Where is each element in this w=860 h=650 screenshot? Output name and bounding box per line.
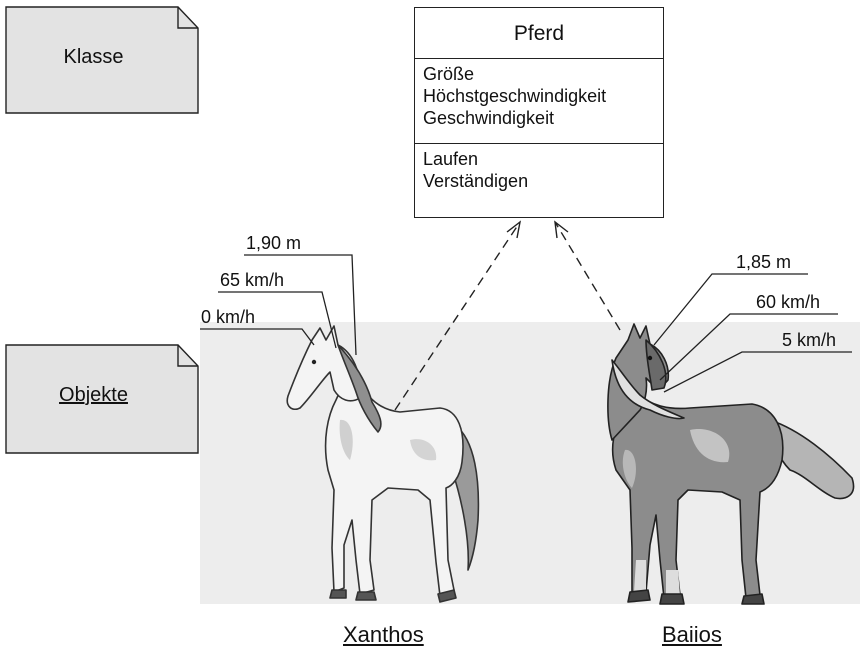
attribute-max-speed: Höchstgeschwindigkeit — [423, 85, 655, 107]
xanthos-name: Xanthos — [343, 622, 424, 648]
class-box-pferd: Pferd Größe Höchstgeschwindigkeit Geschw… — [414, 7, 664, 218]
baiios-speed-value: 5 km/h — [782, 330, 836, 351]
class-attributes: Größe Höchstgeschwindigkeit Geschwindigk… — [415, 59, 663, 144]
xanthos-speed-value: 0 km/h — [201, 307, 255, 328]
class-operations: Laufen Verständigen — [415, 144, 663, 198]
operation-run: Laufen — [423, 148, 655, 170]
attribute-speed: Geschwindigkeit — [423, 107, 655, 129]
baiios-max-speed-value: 60 km/h — [756, 292, 820, 313]
class-name: Pferd — [415, 8, 663, 59]
xanthos-max-speed-value: 65 km/h — [220, 270, 284, 291]
baiios-name: Baiios — [662, 622, 722, 648]
baiios-instance-arrow — [555, 222, 620, 330]
objekte-label: Objekte — [6, 384, 181, 407]
operation-communicate: Verständigen — [423, 170, 655, 192]
klasse-label: Klasse — [6, 46, 181, 69]
attribute-size: Größe — [423, 63, 655, 85]
baiios-size-value: 1,85 m — [736, 252, 791, 273]
xanthos-size-value: 1,90 m — [246, 233, 301, 254]
